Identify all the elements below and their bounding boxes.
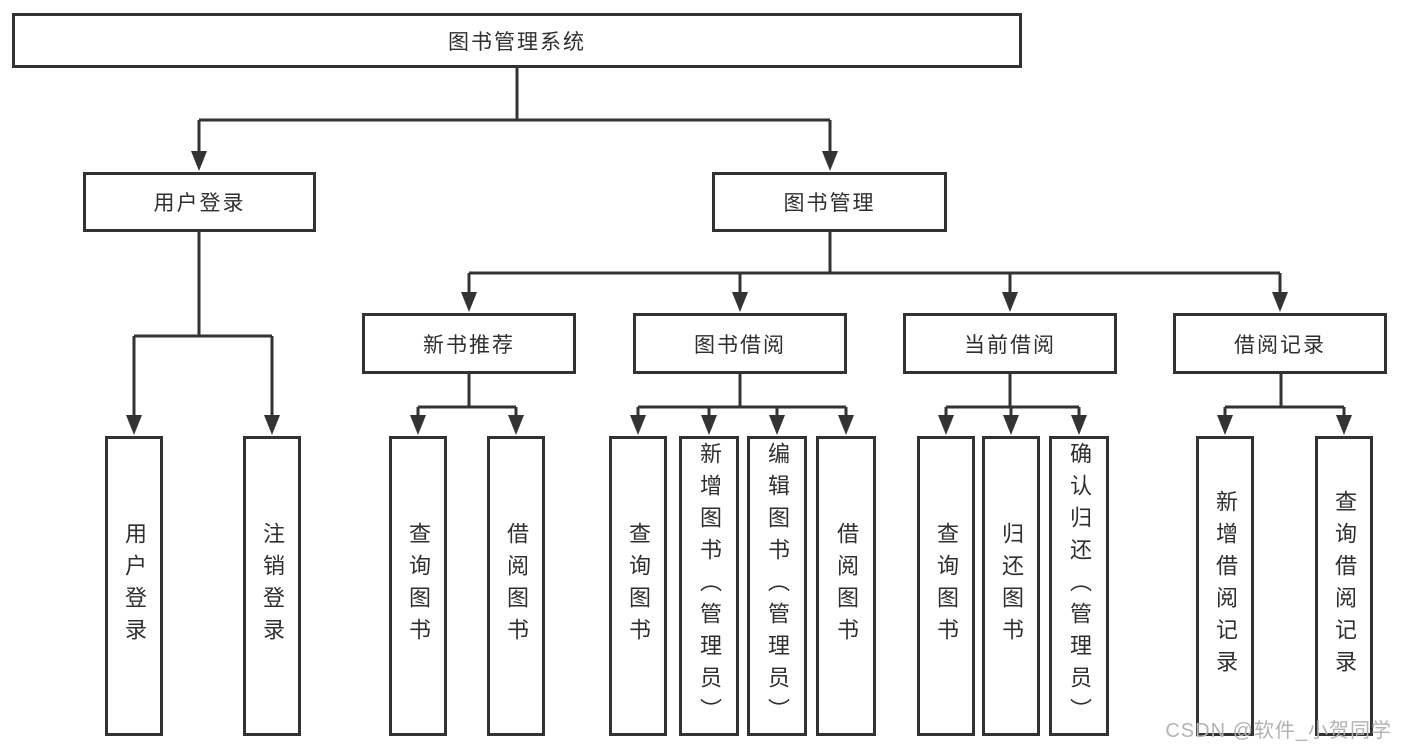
node-user-login: 用户登录 [83,172,316,232]
leaf-edit-books-admin: 编辑图书（管理员） [747,436,807,736]
leaf-user-login: 用户登录 [105,436,163,736]
arrowheads [126,151,1352,435]
leaf-label: 新增图书（管理员） [697,442,722,730]
node-borrow-records: 借阅记录 [1173,313,1387,374]
node-label: 新书推荐 [423,333,515,357]
node-label: 借阅记录 [1234,333,1326,357]
leaf-label: 查询图书 [626,522,651,650]
leaf-return-books: 归还图书 [982,436,1040,736]
leaf-borrow-books-recommend: 借阅图书 [487,436,545,736]
leaf-add-borrow-record: 新增借阅记录 [1196,436,1254,736]
leaf-label: 查询图书 [406,522,431,650]
leaf-confirm-return-admin: 确认归还（管理员） [1049,436,1109,736]
leaf-add-books-admin: 新增图书（管理员） [679,436,739,736]
leaf-label: 归还图书 [999,522,1024,650]
node-library-management-system: 图书管理系统 [12,13,1022,68]
leaf-label: 查询借阅记录 [1332,490,1357,682]
node-book-management: 图书管理 [712,172,947,232]
node-label: 用户登录 [153,192,246,215]
leaf-label: 确认归还（管理员） [1067,442,1092,730]
leaf-query-books-current: 查询图书 [917,436,975,736]
leaf-label: 注销登录 [260,522,285,650]
node-label: 图书管理系统 [448,30,586,54]
leaf-logout: 注销登录 [243,436,301,736]
leaf-query-books-borrow: 查询图书 [609,436,667,736]
leaf-query-borrow-record: 查询借阅记录 [1315,436,1373,736]
leaf-label: 借阅图书 [834,522,859,650]
node-label: 当前借阅 [964,333,1056,357]
node-book-borrow: 图书借阅 [633,313,847,374]
leaf-label: 查询图书 [934,522,959,650]
node-current-borrow: 当前借阅 [903,313,1117,374]
node-new-book-recommend: 新书推荐 [362,313,576,374]
node-label: 图书管理 [783,192,876,215]
leaf-label: 编辑图书（管理员） [765,442,790,730]
leaf-label: 借阅图书 [504,522,529,650]
leaf-label: 新增借阅记录 [1213,490,1238,682]
node-label: 图书借阅 [694,333,786,357]
leaf-borrow-books: 借阅图书 [816,436,876,736]
csdn-watermark: CSDN @软件_小贺同学 [1165,720,1392,742]
leaf-label: 用户登录 [122,522,147,650]
leaf-query-books-recommend: 查询图书 [389,436,447,736]
